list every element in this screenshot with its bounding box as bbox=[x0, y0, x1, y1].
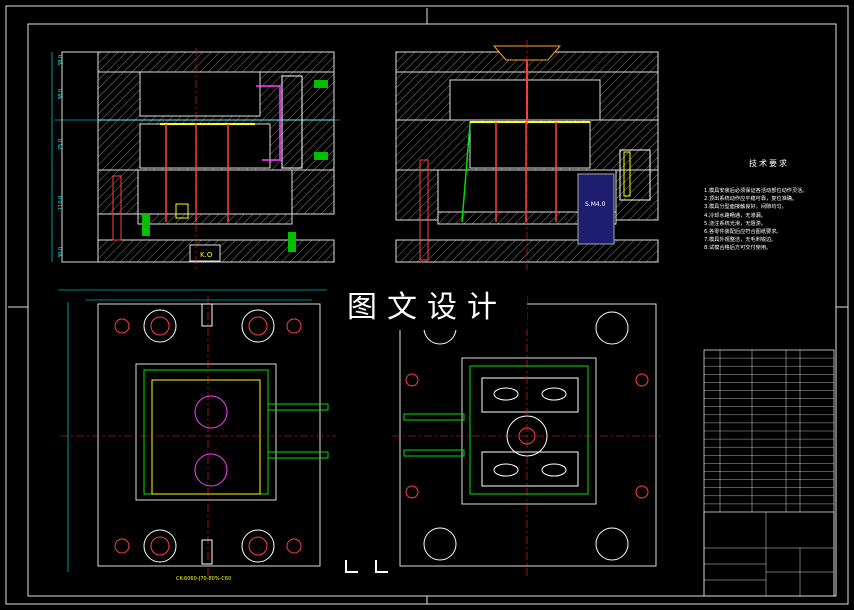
technical-requirements-notes: 技术要求 1.模具安装后必须保证各活动部位动作灵活。 2.顶出系统动作应平稳可靠… bbox=[704, 158, 834, 253]
notes-line: 4.冷却水路畅通，无渗漏。 bbox=[704, 212, 767, 219]
notes-line: 3.模具分型面接触良好，间隙均匀。 bbox=[704, 204, 787, 211]
section-view-right: S.M4.0 bbox=[395, 40, 659, 270]
svg-text:38.0: 38.0 bbox=[58, 55, 64, 66]
svg-text:CK-6060-J70-80%-C60: CK-6060-J70-80%-C60 bbox=[176, 576, 231, 582]
notes-line: 7.模具外观整洁，无毛刺锐边。 bbox=[704, 237, 777, 244]
notes-line: 2.顶出系统动作应平稳可靠，复位准确。 bbox=[704, 196, 798, 203]
svg-text:K.O: K.O bbox=[200, 251, 213, 259]
plan-view-left: CK-6060-J70-80%-C60 bbox=[58, 289, 336, 582]
watermark-banner: 图文设计 bbox=[327, 278, 527, 330]
notes-line: 6.各零件装配后应符合图纸要求。 bbox=[704, 229, 782, 236]
section-view-left: K.O 38.0 38.0 75.0 110.0 30.0 bbox=[51, 48, 340, 270]
notes-line: 8.试模合格后方可交付使用。 bbox=[704, 245, 772, 252]
inner-frame bbox=[27, 23, 837, 597]
notes-line: 1.模具安装后必须保证各活动部位动作灵活。 bbox=[704, 188, 808, 194]
svg-text:30.0: 30.0 bbox=[58, 247, 64, 258]
notes-title: 技术要求 bbox=[749, 159, 789, 168]
plan-view-right bbox=[345, 296, 664, 576]
watermark-text: 图文设计 bbox=[347, 290, 507, 325]
notes-line: 5.浇注系统光滑，无阻滞。 bbox=[704, 220, 767, 227]
svg-text:38.0: 38.0 bbox=[58, 89, 64, 100]
svg-text:75.0: 75.0 bbox=[58, 139, 64, 150]
svg-text:110.0: 110.0 bbox=[58, 196, 64, 210]
svg-text:S.M4.0: S.M4.0 bbox=[585, 201, 606, 208]
bom-table bbox=[703, 349, 835, 597]
